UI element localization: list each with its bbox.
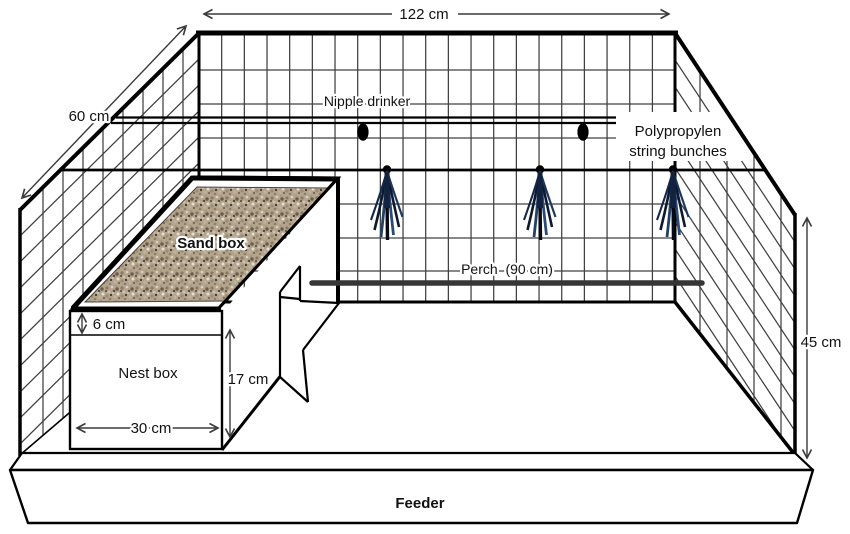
back-wall-mesh	[199, 33, 675, 302]
feeder-trough	[8, 451, 815, 525]
string-bunch-icon	[522, 163, 558, 242]
sand-box-label: Sand box	[177, 235, 245, 252]
mesh-wire	[675, 167, 795, 351]
dim-label-nest-height: 17 cm	[228, 371, 269, 388]
feeder-label: Feeder	[395, 495, 444, 512]
mesh-wire	[675, 221, 795, 405]
perch-label: Perch (90 cm)	[461, 261, 553, 277]
dimension-lines	[22, 14, 807, 458]
nest-box-label: Nest box	[118, 365, 178, 382]
dim-label-depth: 60 cm	[69, 108, 110, 125]
dim-label-height: 45 cm	[801, 334, 842, 351]
string-bunch-icon	[369, 163, 405, 242]
mesh-wire	[675, 248, 795, 432]
dim-label-width: 122 cm	[399, 6, 448, 23]
mesh-wire	[675, 194, 795, 378]
string-bunch-icon	[655, 163, 691, 242]
label-plate	[616, 112, 742, 161]
drinker-nipple-icon	[577, 123, 589, 141]
dim-label-sand-lip: 6 cm	[93, 316, 126, 333]
nipple-drinker-label: Nipple drinker	[324, 93, 411, 109]
mesh-wire	[675, 140, 795, 324]
drinker-nipple-icon	[357, 123, 369, 141]
string-bunches-label-line2: string bunches	[629, 143, 727, 160]
string-bunches-label-line1: Polypropylen	[635, 123, 722, 140]
entrance-step	[278, 265, 340, 403]
dim-60	[22, 26, 186, 198]
dim-label-nest-width: 30 cm	[131, 420, 172, 437]
